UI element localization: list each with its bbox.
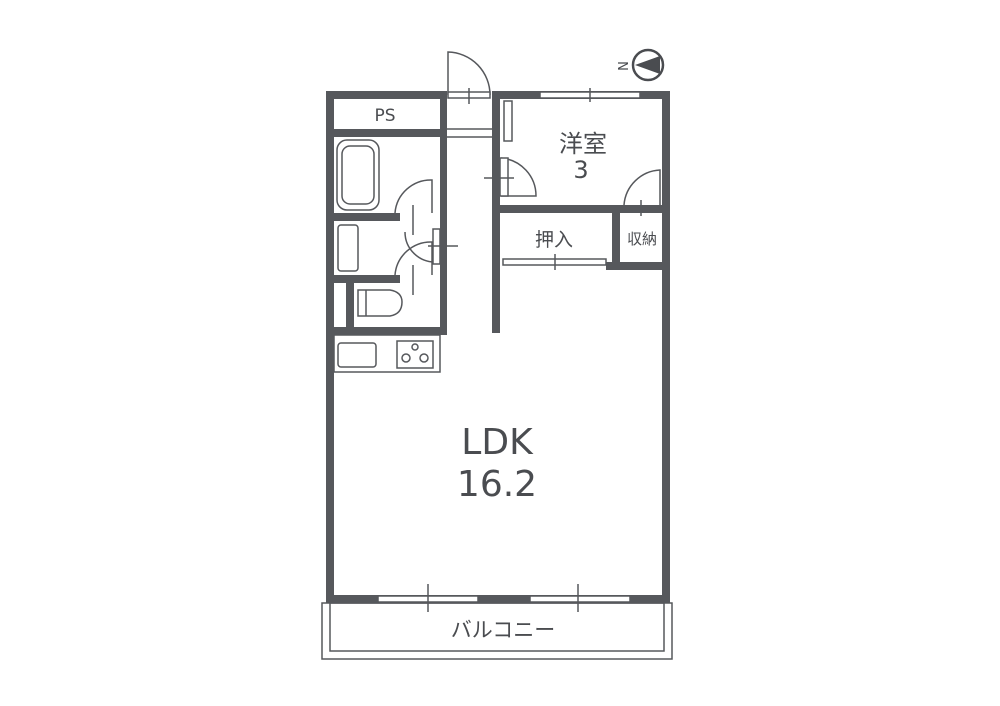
western-room-size: 3 [573,156,588,184]
compass: N [617,48,665,82]
ps-label: PS [374,106,395,126]
doors [394,51,661,295]
storage-label: 収納 [627,230,657,248]
bathtub [336,139,380,211]
interior-walls [326,91,670,335]
kitchen-counter [333,334,441,373]
toilet [357,289,403,317]
ldk-size: 16.2 [457,464,537,505]
ldk-label: LDK [461,422,534,463]
western-room-label: 洋室 [559,130,607,158]
washbasin [337,224,359,272]
compass-north-label: N [617,61,632,71]
closet-label: 押入 [535,229,573,251]
balcony-label: バルコニー [451,618,556,642]
windows [377,88,641,612]
